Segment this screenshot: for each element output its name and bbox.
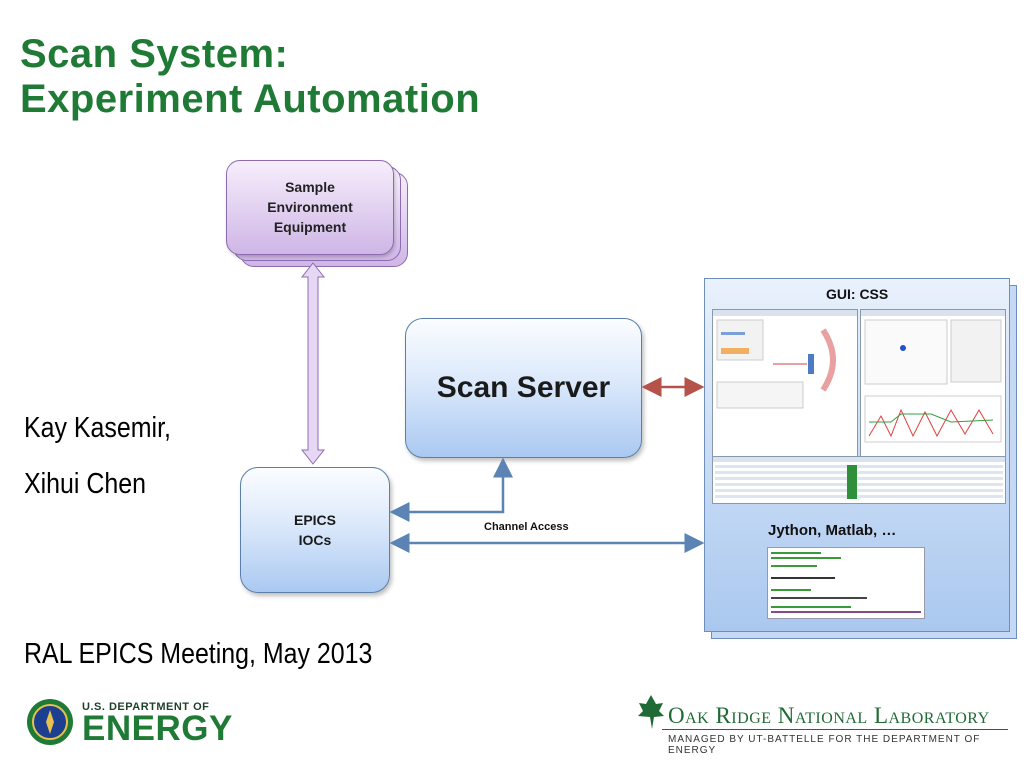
gui-plot-screenshot bbox=[860, 309, 1006, 457]
doe-seal-icon bbox=[26, 698, 74, 746]
sample-env-box bbox=[226, 160, 394, 255]
epics-server-arrow bbox=[389, 457, 513, 522]
plot-screenshot-graphic bbox=[861, 310, 1005, 443]
channel-access-label: Channel Access bbox=[484, 521, 569, 533]
doe-department-text: U.S. DEPARTMENT OF bbox=[82, 701, 210, 713]
title-line-1: Scan System: bbox=[20, 32, 289, 76]
epics-iocs-box: EPICS IOCs bbox=[240, 467, 390, 593]
ornl-tagline: MANAGED BY UT-BATTELLE FOR THE DEPARTMEN… bbox=[668, 734, 981, 756]
slide-title: Scan System: Experiment Automation bbox=[20, 32, 480, 122]
sample-epics-double-arrow bbox=[300, 262, 326, 465]
gui-css-label: GUI: CSS bbox=[826, 286, 889, 302]
author-name-2: Xihui Chen bbox=[24, 468, 147, 500]
gui-scan-table-screenshot bbox=[712, 456, 1006, 504]
device-screenshot-graphic bbox=[713, 310, 857, 409]
doe-energy-text: ENERGY bbox=[82, 709, 233, 748]
sample-env-label: Sample Environment Equipment bbox=[267, 178, 353, 235]
scan-table-graphic bbox=[713, 457, 1005, 499]
ornl-leaf-icon bbox=[638, 695, 664, 729]
script-code-screenshot bbox=[767, 547, 925, 619]
meeting-info: RAL EPICS Meeting, May 2013 bbox=[24, 638, 373, 670]
author-name-1: Kay Kasemir, bbox=[24, 412, 171, 444]
code-screenshot-graphic bbox=[771, 552, 921, 613]
ornl-divider bbox=[662, 729, 1008, 730]
gui-device-screenshot bbox=[712, 309, 858, 457]
scripting-label: Jython, Matlab, … bbox=[768, 522, 897, 539]
title-line-2: Experiment Automation bbox=[20, 77, 481, 121]
ornl-name: Oak Ridge National Laboratory bbox=[668, 703, 990, 728]
scan-server-box: Scan Server bbox=[405, 318, 642, 458]
